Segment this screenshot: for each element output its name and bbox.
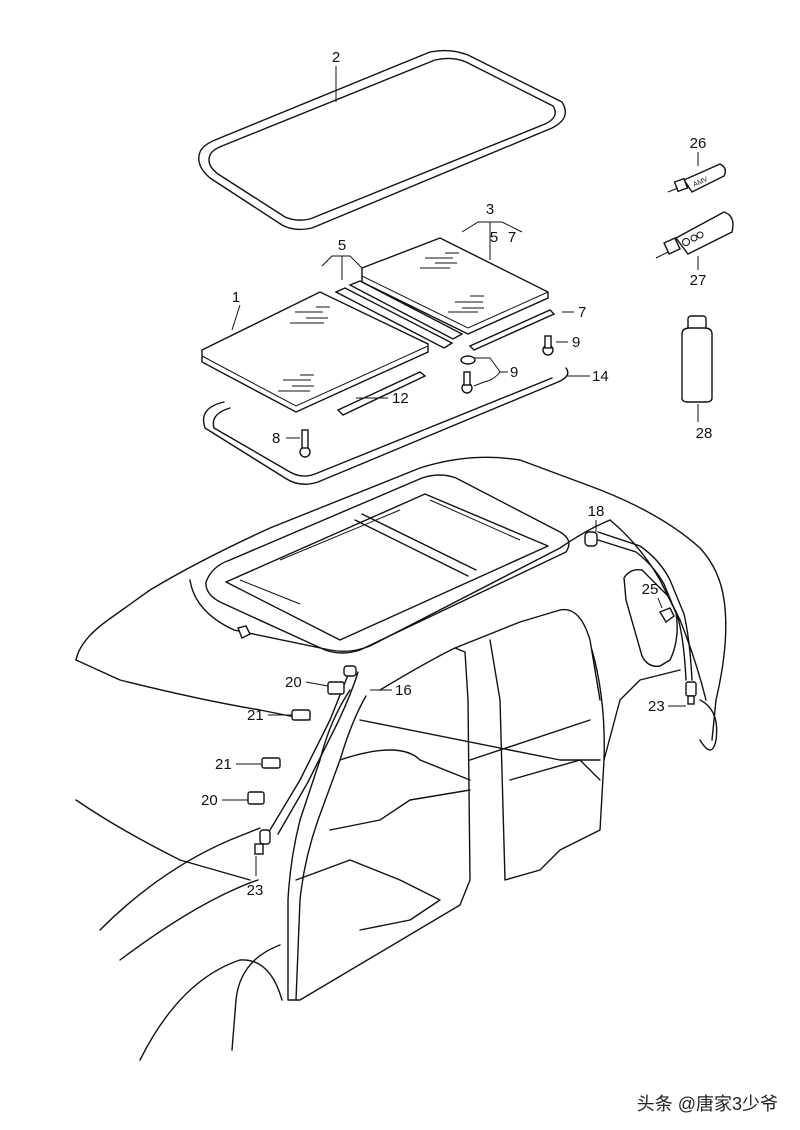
seal-strip-part-7 (468, 309, 556, 351)
watermark: 头条 @唐家3少爷 (636, 1094, 778, 1114)
deflector-strip-part-12 (336, 371, 427, 416)
fluid-bottle-part-28 (681, 315, 713, 403)
car-body-outline (75, 456, 727, 1061)
sunroof-seal-part-2 (198, 49, 566, 231)
callout-23-right: 23 (648, 698, 665, 715)
callout-3-5: 5 (490, 229, 498, 246)
callout-16: 16 (395, 682, 412, 699)
drain-hose-fittings (237, 531, 697, 855)
callout-9-right: 9 (572, 334, 580, 351)
callout-28: 28 (696, 425, 713, 442)
callout-26: 26 (690, 135, 707, 152)
callout-21-top: 21 (247, 707, 264, 724)
callout-3-7: 7 (508, 229, 516, 246)
callout-labels: 2 1 3 5 7 5 7 9 9 8 12 14 18 25 23 16 20… (201, 49, 712, 899)
screw-part-8 (299, 429, 311, 458)
callout-27: 27 (690, 272, 707, 289)
callout-5: 5 (338, 237, 346, 254)
callout-25: 25 (642, 581, 659, 598)
callout-3: 3 (486, 201, 494, 218)
callout-21-bottom: 21 (215, 756, 232, 773)
callout-9-left: 9 (510, 364, 518, 381)
screw-part-9-right (542, 335, 554, 356)
callout-7: 7 (578, 304, 586, 321)
callout-20-top: 20 (285, 674, 302, 691)
sealant-tube-part-27 (655, 211, 734, 259)
screw-part-9-left (460, 355, 476, 394)
callout-23-left: 23 (247, 882, 264, 899)
leader-lines (222, 66, 699, 876)
sealant-tube-part-26: AMV (667, 163, 727, 193)
callout-12: 12 (392, 390, 409, 407)
front-glass-part-1 (201, 291, 429, 413)
callout-18: 18 (588, 503, 605, 520)
callout-14: 14 (592, 368, 609, 385)
callout-8: 8 (272, 430, 280, 447)
callout-20-bottom: 20 (201, 792, 218, 809)
callout-2: 2 (332, 49, 340, 66)
callout-1: 1 (232, 289, 240, 306)
guide-strips-part-5 (334, 280, 464, 349)
